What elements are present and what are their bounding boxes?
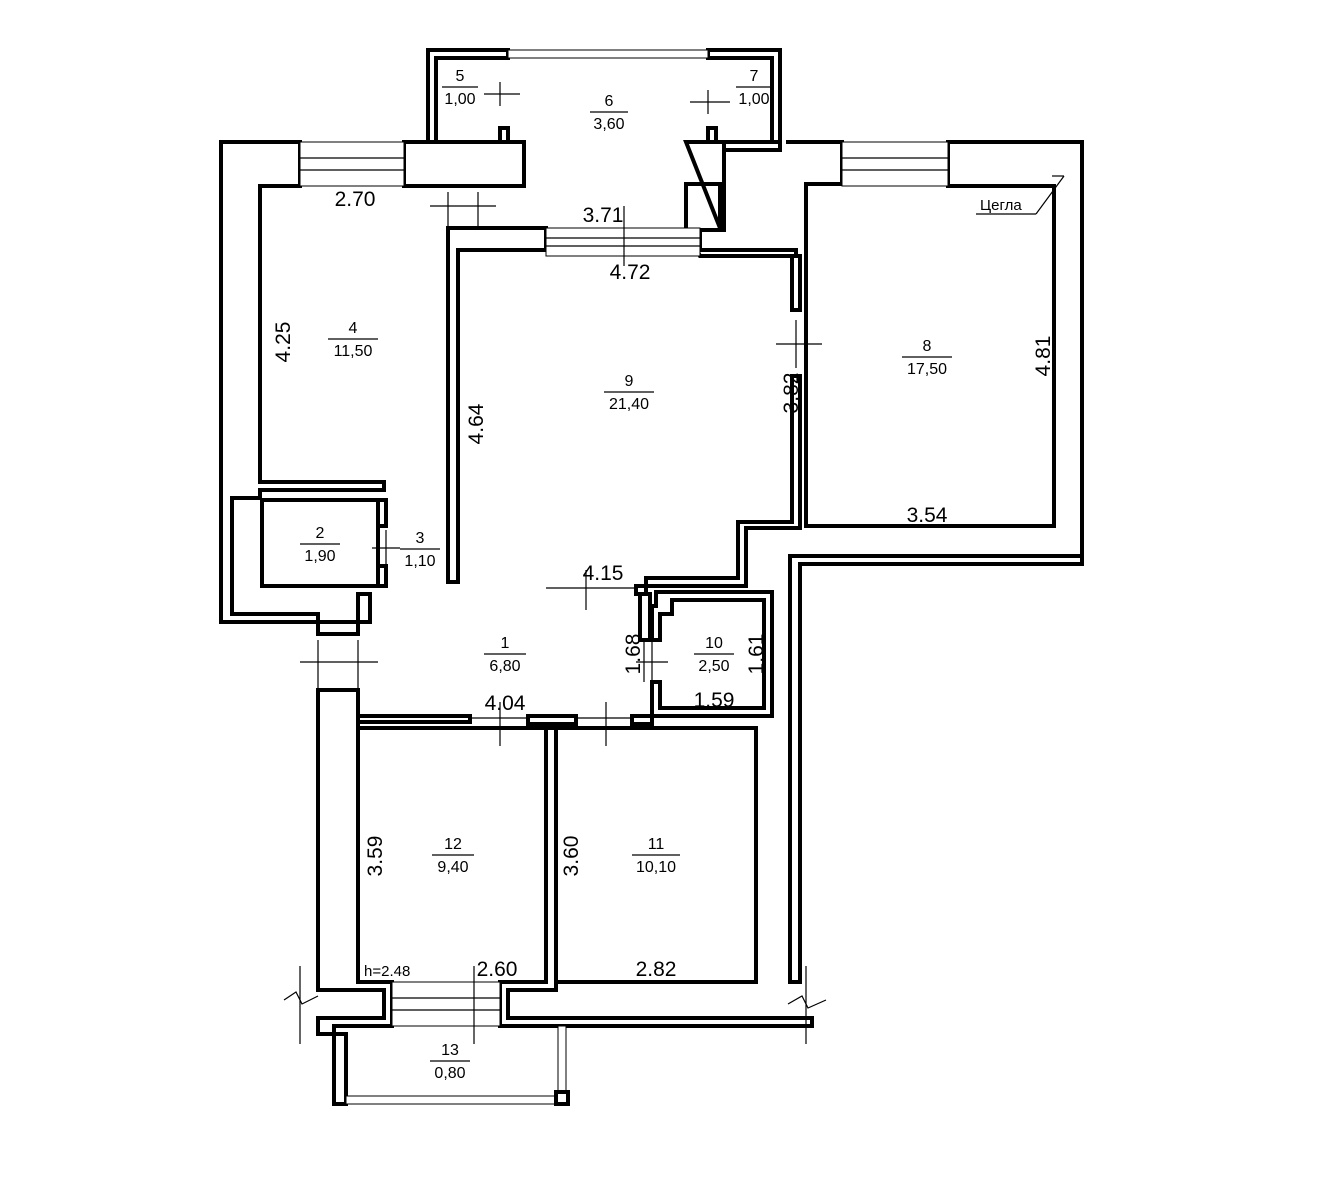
svg-text:5: 5	[456, 68, 465, 85]
room-label-4: 4 11,50	[328, 320, 378, 360]
walls	[219, 48, 1084, 1106]
svg-text:21,40: 21,40	[609, 396, 649, 413]
dim-2-82: 2.82	[636, 958, 677, 981]
wall-room3-lower	[376, 564, 388, 588]
room-label-12: 12 9,40	[432, 836, 474, 876]
svg-text:8: 8	[923, 338, 932, 355]
room-label-7: 7 1,00	[736, 68, 772, 108]
svg-text:2: 2	[316, 525, 325, 542]
svg-text:1,00: 1,00	[738, 91, 769, 108]
wall-room2	[260, 498, 380, 588]
wall-corridor-south-right	[630, 714, 654, 726]
window-room6	[507, 49, 709, 59]
svg-text:12: 12	[444, 836, 462, 853]
dim-3-54: 3.54	[907, 504, 948, 527]
svg-text:9,40: 9,40	[437, 859, 468, 876]
wall-top-4	[402, 140, 526, 188]
wall-room6-left	[446, 226, 548, 584]
window-room9	[545, 227, 701, 257]
material-note: Цегла	[980, 197, 1022, 214]
wall-room9-east-lower	[634, 374, 802, 596]
wall-corridor-south-mid	[526, 714, 578, 726]
dim-4-25: 4.25	[272, 322, 295, 363]
wall-room6-right	[683, 140, 798, 258]
room-label-1: 1 6,80	[484, 635, 526, 675]
svg-text:1: 1	[501, 635, 510, 652]
svg-text:6,80: 6,80	[489, 658, 520, 675]
wall-room9-east	[790, 254, 802, 312]
svg-text:3: 3	[416, 530, 425, 547]
svg-text:4: 4	[349, 320, 358, 337]
dim-4-04: 4.04	[485, 692, 526, 715]
dim-4-15: 4.15	[583, 562, 624, 585]
wall-west-outer	[219, 140, 386, 636]
room-label-9: 9 21,40	[604, 373, 654, 413]
room-label-11: 11 10,10	[632, 836, 680, 876]
dim-2-60: 2.60	[477, 958, 518, 981]
wall-corridor-south	[356, 690, 472, 724]
dim-3-60: 3.60	[560, 836, 583, 877]
wall-room8	[786, 140, 1084, 984]
dim-3-82: 3.82	[780, 373, 803, 414]
window-room8	[841, 141, 949, 187]
height-note: h=2.48	[364, 963, 410, 980]
svg-text:10: 10	[705, 635, 723, 652]
dim-1-68: 1.68	[622, 634, 645, 675]
dimension-labels: 2.70 4.25 3.71 4.72 4.64 3.82 4.81 3.54 …	[272, 188, 1055, 981]
room-label-13: 13 0,80	[430, 1042, 470, 1082]
svg-text:1,10: 1,10	[404, 553, 435, 570]
wall-room3	[376, 498, 388, 528]
room-label-3: 3 1,10	[400, 530, 440, 570]
dim-4-81: 4.81	[1032, 336, 1055, 377]
window-balcony	[345, 1095, 559, 1105]
openings	[283, 49, 1065, 1106]
svg-text:11,50: 11,50	[334, 343, 373, 360]
room-label-10: 10 2,50	[694, 635, 734, 675]
room-labels: 5 1,00 6 3,60 7 1,00 4 11,50 9 21,40 8 1…	[300, 68, 952, 1082]
wall-room12-west	[316, 688, 394, 1106]
svg-text:11: 11	[648, 836, 665, 853]
balcony-post	[554, 1090, 570, 1106]
window-room12	[391, 981, 501, 1027]
svg-text:2,50: 2,50	[698, 658, 729, 675]
dim-4-72: 4.72	[610, 261, 651, 284]
dim-1-59: 1.59	[694, 689, 735, 712]
svg-text:13: 13	[441, 1042, 459, 1059]
room-label-2: 2 1,90	[300, 525, 340, 565]
svg-text:1,90: 1,90	[304, 548, 335, 565]
notes: Цегла h=2.48	[364, 197, 1022, 980]
dim-2-70: 2.70	[335, 188, 376, 211]
dim-4-64: 4.64	[465, 403, 488, 444]
dim-3-71: 3.71	[583, 204, 624, 227]
window-room4	[299, 141, 405, 187]
svg-text:3,60: 3,60	[593, 116, 624, 133]
room-label-6: 6 3,60	[590, 93, 628, 133]
room-label-5: 5 1,00	[442, 68, 478, 108]
svg-text:7: 7	[750, 68, 759, 85]
wall-room1-east	[638, 592, 652, 642]
dim-1-61: 1.61	[745, 634, 768, 675]
svg-text:6: 6	[605, 93, 614, 110]
dim-3-59: 3.59	[364, 836, 387, 877]
svg-text:0,80: 0,80	[434, 1065, 465, 1082]
svg-text:9: 9	[625, 373, 634, 390]
room-label-8: 8 17,50	[902, 338, 952, 378]
svg-text:1,00: 1,00	[444, 91, 475, 108]
svg-text:10,10: 10,10	[636, 859, 676, 876]
svg-text:17,50: 17,50	[907, 361, 947, 378]
